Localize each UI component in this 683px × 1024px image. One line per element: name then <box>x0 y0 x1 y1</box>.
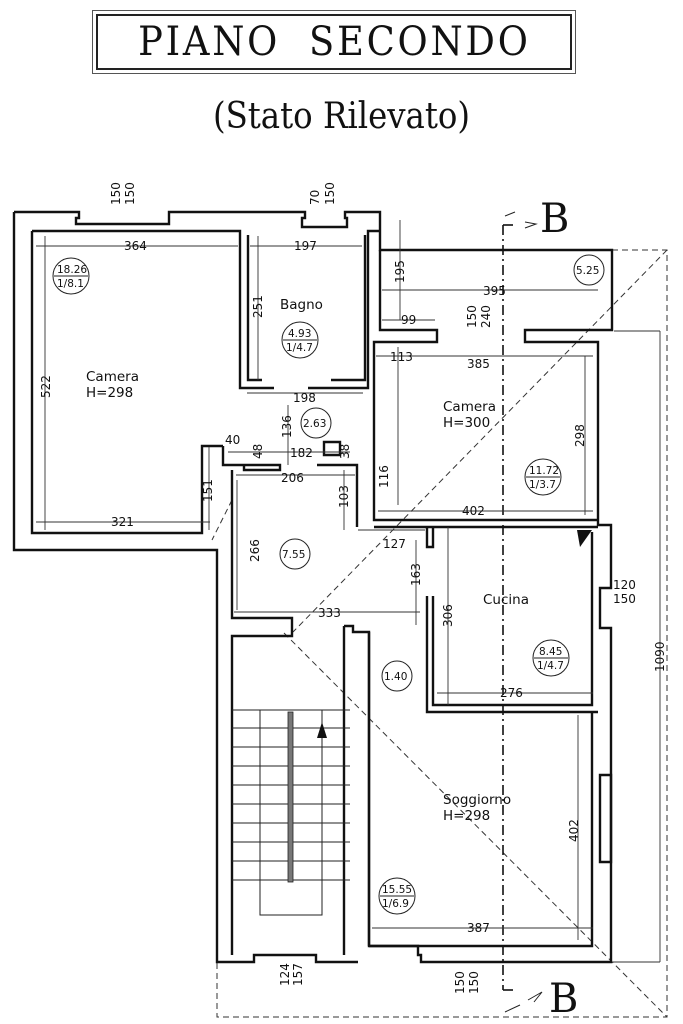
window-5-bottom: 157 <box>291 963 305 986</box>
window-2-top: 70 <box>308 190 322 205</box>
dim-385: 385 <box>467 357 490 371</box>
dim-206: 206 <box>281 471 304 485</box>
staircase <box>232 709 350 916</box>
dim-387: 387 <box>467 921 490 935</box>
ratio-value: 1/4.7 <box>286 342 313 354</box>
room-camera-1-height: H=298 <box>86 385 133 401</box>
window-1-top: 150 <box>109 182 123 205</box>
dim-197: 197 <box>294 239 317 253</box>
area-badge-cucina: 8.45 1/4.7 <box>532 639 570 677</box>
area-badge-camera-2: 11.72 1/3.7 <box>524 458 562 496</box>
dim-402-upper: 402 <box>462 504 485 518</box>
window-2-bottom: 150 <box>323 182 337 205</box>
area-value: 15.55 <box>382 884 412 896</box>
ratio-value: 1/4.7 <box>537 660 564 672</box>
room-bagno-name: Bagno <box>280 297 323 313</box>
window-4-bottom: 150 <box>613 592 636 606</box>
column-mark <box>577 530 592 547</box>
window-6-bottom: 150 <box>467 971 481 994</box>
dim-198: 198 <box>293 391 316 405</box>
dim-103: 103 <box>337 485 351 508</box>
stair-arrow-icon <box>317 722 327 738</box>
dim-298: 298 <box>573 424 587 447</box>
area-badge-hall: 7.55 <box>279 538 311 570</box>
section-marker-bottom: B <box>549 976 578 1022</box>
area-value: 5.25 <box>576 265 599 277</box>
room-camera-1-name: Camera <box>86 369 139 385</box>
dim-266: 266 <box>248 539 262 562</box>
window-5-top: 124 <box>278 963 292 986</box>
area-badge-camera-1: 18.26 1/8.1 <box>52 257 90 295</box>
dim-195: 195 <box>393 260 407 283</box>
ratio-value: 1/3.7 <box>529 479 556 491</box>
plan-subtitle: (Stato Rilevato) <box>212 96 471 137</box>
area-badge-landing: 1.40 <box>381 660 413 692</box>
window-labels: 150 150 70 150 150 240 120 150 124 157 1… <box>109 182 636 994</box>
ratio-value: 1/6.9 <box>382 898 409 910</box>
area-badge-soggiorno: 15.55 1/6.9 <box>378 877 416 915</box>
dim-321: 321 <box>111 515 134 529</box>
dim-116: 116 <box>377 465 391 488</box>
room-soggiorno-height: H=298 <box>443 808 490 824</box>
room-camera-2-height: H=300 <box>443 415 490 431</box>
plan-title: PIANO SECONDO <box>137 19 531 65</box>
void-outline <box>211 249 668 1018</box>
exterior-walls <box>12 210 614 964</box>
window-4-top: 120 <box>613 578 636 592</box>
area-value: 4.93 <box>288 328 311 340</box>
dim-402-lower: 402 <box>567 819 581 842</box>
window-3-bottom: 240 <box>479 305 493 328</box>
window-1-bottom: 150 <box>123 182 137 205</box>
room-camera-2-name: Camera <box>443 399 496 415</box>
section-axis <box>502 211 543 1013</box>
dim-522: 522 <box>39 375 53 398</box>
room-soggiorno-name: Soggiorno <box>443 792 511 808</box>
diagonal-lower <box>283 632 668 1018</box>
dim-38: 38 <box>338 444 352 459</box>
dim-99: 99 <box>401 313 416 327</box>
title-inner-frame: PIANO SECONDO <box>96 14 572 70</box>
area-badge-balcony: 5.25 <box>573 254 605 286</box>
window-3-top: 150 <box>465 305 479 328</box>
dim-151: 151 <box>201 479 215 502</box>
area-value: 18.26 <box>57 264 87 276</box>
area-value: 8.45 <box>539 646 562 658</box>
dim-276: 276 <box>500 686 523 700</box>
section-marker-top: B <box>540 196 569 242</box>
area-value: 7.55 <box>282 549 305 561</box>
area-value: 1.40 <box>384 671 407 683</box>
dim-163: 163 <box>409 563 423 586</box>
dim-48: 48 <box>251 444 265 459</box>
dim-251: 251 <box>251 295 265 318</box>
area-badge-bagno: 4.93 1/4.7 <box>281 321 319 359</box>
dim-395: 395 <box>483 284 506 298</box>
area-value: 2.63 <box>303 418 326 430</box>
area-badge-corridor: 2.63 <box>300 407 332 439</box>
dim-40: 40 <box>225 433 240 447</box>
dim-182: 182 <box>290 446 313 460</box>
dim-1090: 1090 <box>653 641 667 672</box>
dim-113: 113 <box>390 350 413 364</box>
dimension-lines <box>36 220 661 963</box>
dim-136: 136 <box>280 415 294 438</box>
room-cucina-name: Cucina <box>483 592 529 608</box>
dim-127: 127 <box>383 537 406 551</box>
window-6-top: 150 <box>453 971 467 994</box>
title-frame: PIANO SECONDO <box>92 10 576 74</box>
area-value: 11.72 <box>529 465 559 477</box>
dim-364: 364 <box>124 239 147 253</box>
dim-306: 306 <box>441 604 455 627</box>
diagonal-upper <box>292 249 668 633</box>
ratio-value: 1/8.1 <box>57 278 84 290</box>
dim-333: 333 <box>318 606 341 620</box>
